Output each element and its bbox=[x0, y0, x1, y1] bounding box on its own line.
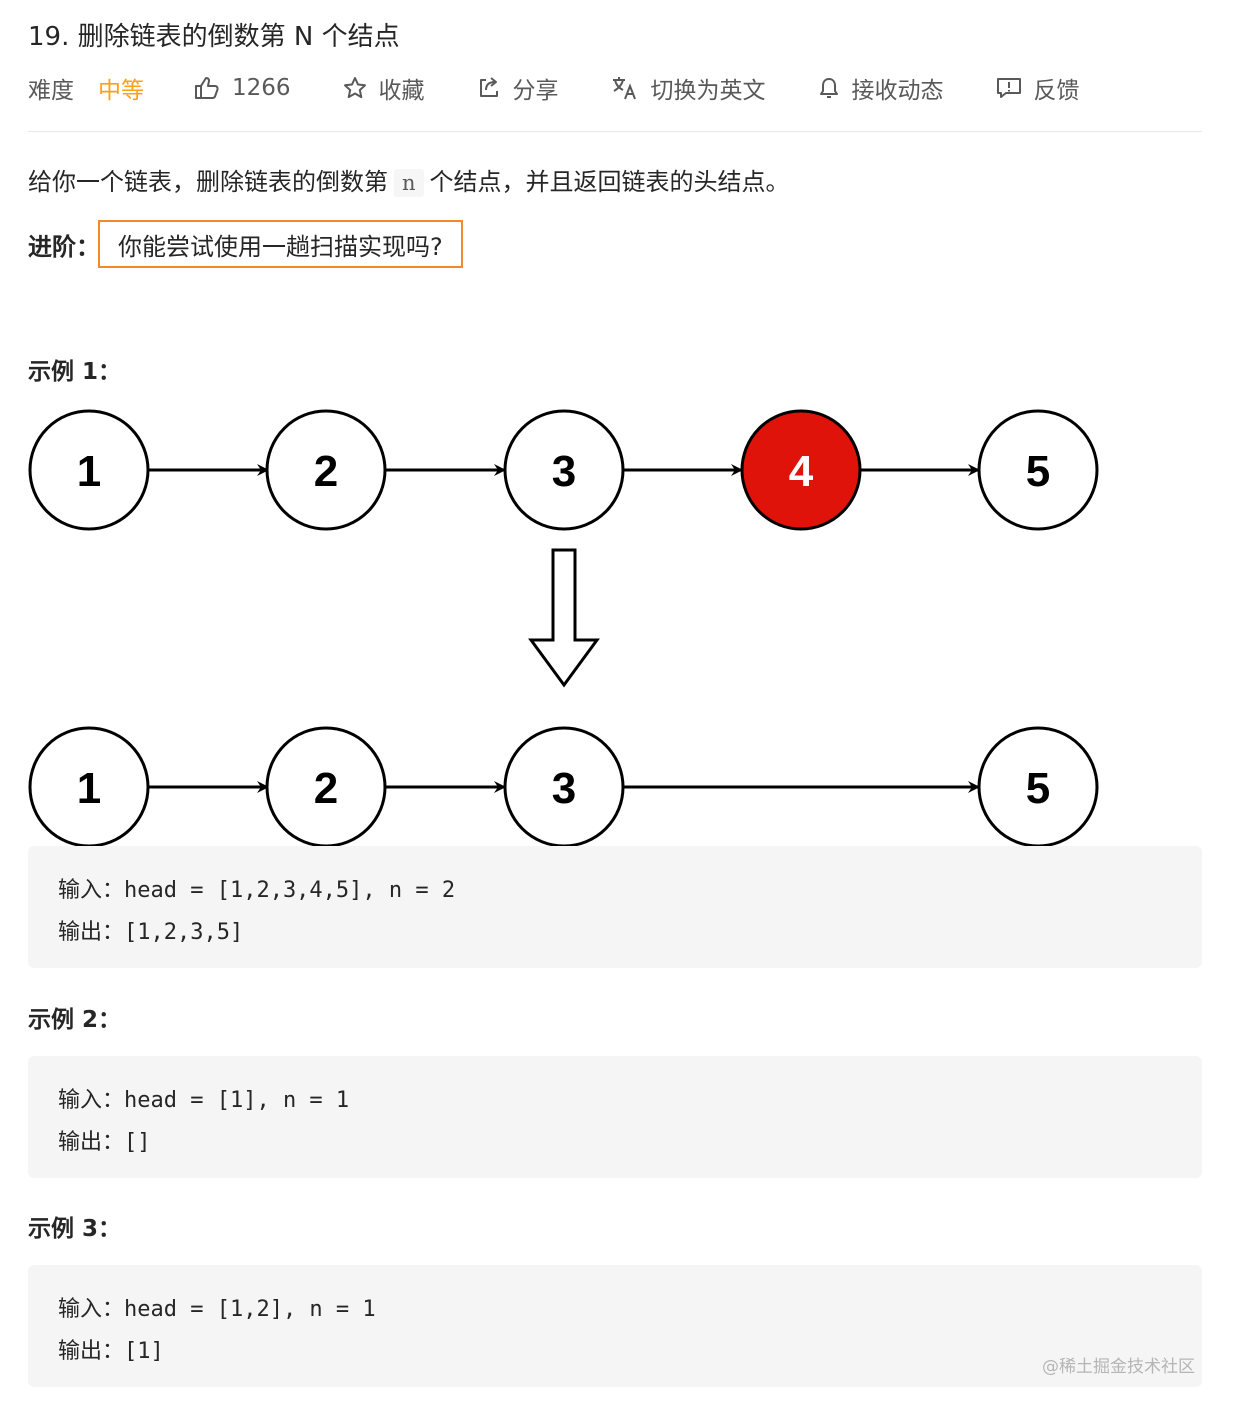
svg-text:4: 4 bbox=[789, 447, 814, 496]
like-button[interactable]: 1266 bbox=[194, 75, 291, 101]
svg-text:1: 1 bbox=[77, 764, 101, 813]
example-1-code: 输入：head = [1,2,3,4,5], n = 2 输出：[1,2,3,5… bbox=[28, 846, 1202, 968]
example-2-title: 示例 2： bbox=[28, 1007, 122, 1033]
description-before: 给你一个链表，删除链表的倒数第 bbox=[28, 168, 388, 196]
advanced-text: 你能尝试使用一趟扫描实现吗? bbox=[98, 220, 463, 268]
share-icon bbox=[479, 77, 498, 97]
thumbs-up-icon bbox=[195, 77, 219, 99]
problem-title: 19. 删除链表的倒数第 N 个结点 bbox=[28, 22, 400, 52]
share-button[interactable]: 分享 bbox=[477, 71, 559, 105]
node-before-3: 3 bbox=[503, 409, 625, 531]
svg-text:1: 1 bbox=[77, 447, 101, 496]
feedback-label: 反馈 bbox=[1033, 78, 1080, 104]
svg-text:2: 2 bbox=[314, 447, 338, 496]
translate-icon bbox=[612, 77, 636, 100]
example-2-output: 输出：[] bbox=[58, 1130, 151, 1155]
svg-text:5: 5 bbox=[1026, 764, 1050, 813]
header-divider bbox=[28, 131, 1202, 132]
example-2-input: 输入：head = [1], n = 1 bbox=[58, 1088, 350, 1113]
linked-list-diagram: 1 2 3 4 5 1 2 3 5 bbox=[28, 409, 1099, 848]
favorite-label: 收藏 bbox=[378, 78, 425, 104]
node-after-3: 3 bbox=[503, 726, 625, 848]
translate-label: 切换为英文 bbox=[650, 78, 766, 104]
down-arrow-icon bbox=[528, 548, 600, 688]
problem-meta-bar: 难度 中等 1266 收藏 分享 切换为英文 接收动态 bbox=[28, 68, 1132, 108]
node-after-2: 2 bbox=[265, 726, 387, 848]
advanced-label: 进阶： bbox=[28, 232, 100, 261]
node-removed-4: 4 bbox=[740, 409, 862, 531]
node-before-2: 2 bbox=[265, 409, 387, 531]
example-3-output: 输出：[1] bbox=[58, 1339, 164, 1364]
example-3-input: 输入：head = [1,2], n = 1 bbox=[58, 1297, 376, 1322]
node-after-1: 1 bbox=[28, 726, 150, 848]
share-label: 分享 bbox=[512, 78, 559, 104]
translate-button[interactable]: 切换为英文 bbox=[611, 71, 766, 105]
difficulty-value: 中等 bbox=[98, 78, 144, 104]
svg-text:2: 2 bbox=[314, 764, 338, 813]
feedback-icon bbox=[996, 78, 1021, 98]
node-before-5: 5 bbox=[977, 409, 1099, 531]
example-1-title: 示例 1： bbox=[28, 359, 122, 385]
advanced-section: 进阶： 你能尝试使用一趟扫描实现吗? bbox=[28, 220, 463, 268]
example-3-title: 示例 3： bbox=[28, 1216, 122, 1242]
favorite-button[interactable]: 收藏 bbox=[343, 71, 425, 105]
example-1-input: 输入：head = [1,2,3,4,5], n = 2 bbox=[58, 878, 456, 903]
description-variable: n bbox=[394, 169, 424, 197]
svg-text:5: 5 bbox=[1026, 447, 1050, 496]
svg-text:3: 3 bbox=[552, 447, 576, 496]
subscribe-button[interactable]: 接收动态 bbox=[818, 71, 944, 105]
node-before-1: 1 bbox=[28, 409, 150, 531]
node-after-5: 5 bbox=[977, 726, 1099, 848]
description-after: 个结点，并且返回链表的头结点。 bbox=[429, 168, 790, 196]
example-1-output: 输出：[1,2,3,5] bbox=[58, 920, 244, 945]
svg-text:3: 3 bbox=[552, 764, 576, 813]
watermark: @稀土掘金技术社区 bbox=[1042, 1357, 1195, 1377]
subscribe-label: 接收动态 bbox=[851, 78, 944, 104]
feedback-button[interactable]: 反馈 bbox=[996, 71, 1080, 105]
difficulty-label: 难度 bbox=[28, 78, 74, 104]
example-2-code: 输入：head = [1], n = 1 输出：[] bbox=[28, 1056, 1202, 1178]
star-icon bbox=[343, 77, 366, 99]
like-count: 1266 bbox=[232, 75, 291, 101]
example-3-code: 输入：head = [1,2], n = 1 输出：[1] bbox=[28, 1265, 1202, 1387]
bell-icon bbox=[819, 78, 838, 98]
